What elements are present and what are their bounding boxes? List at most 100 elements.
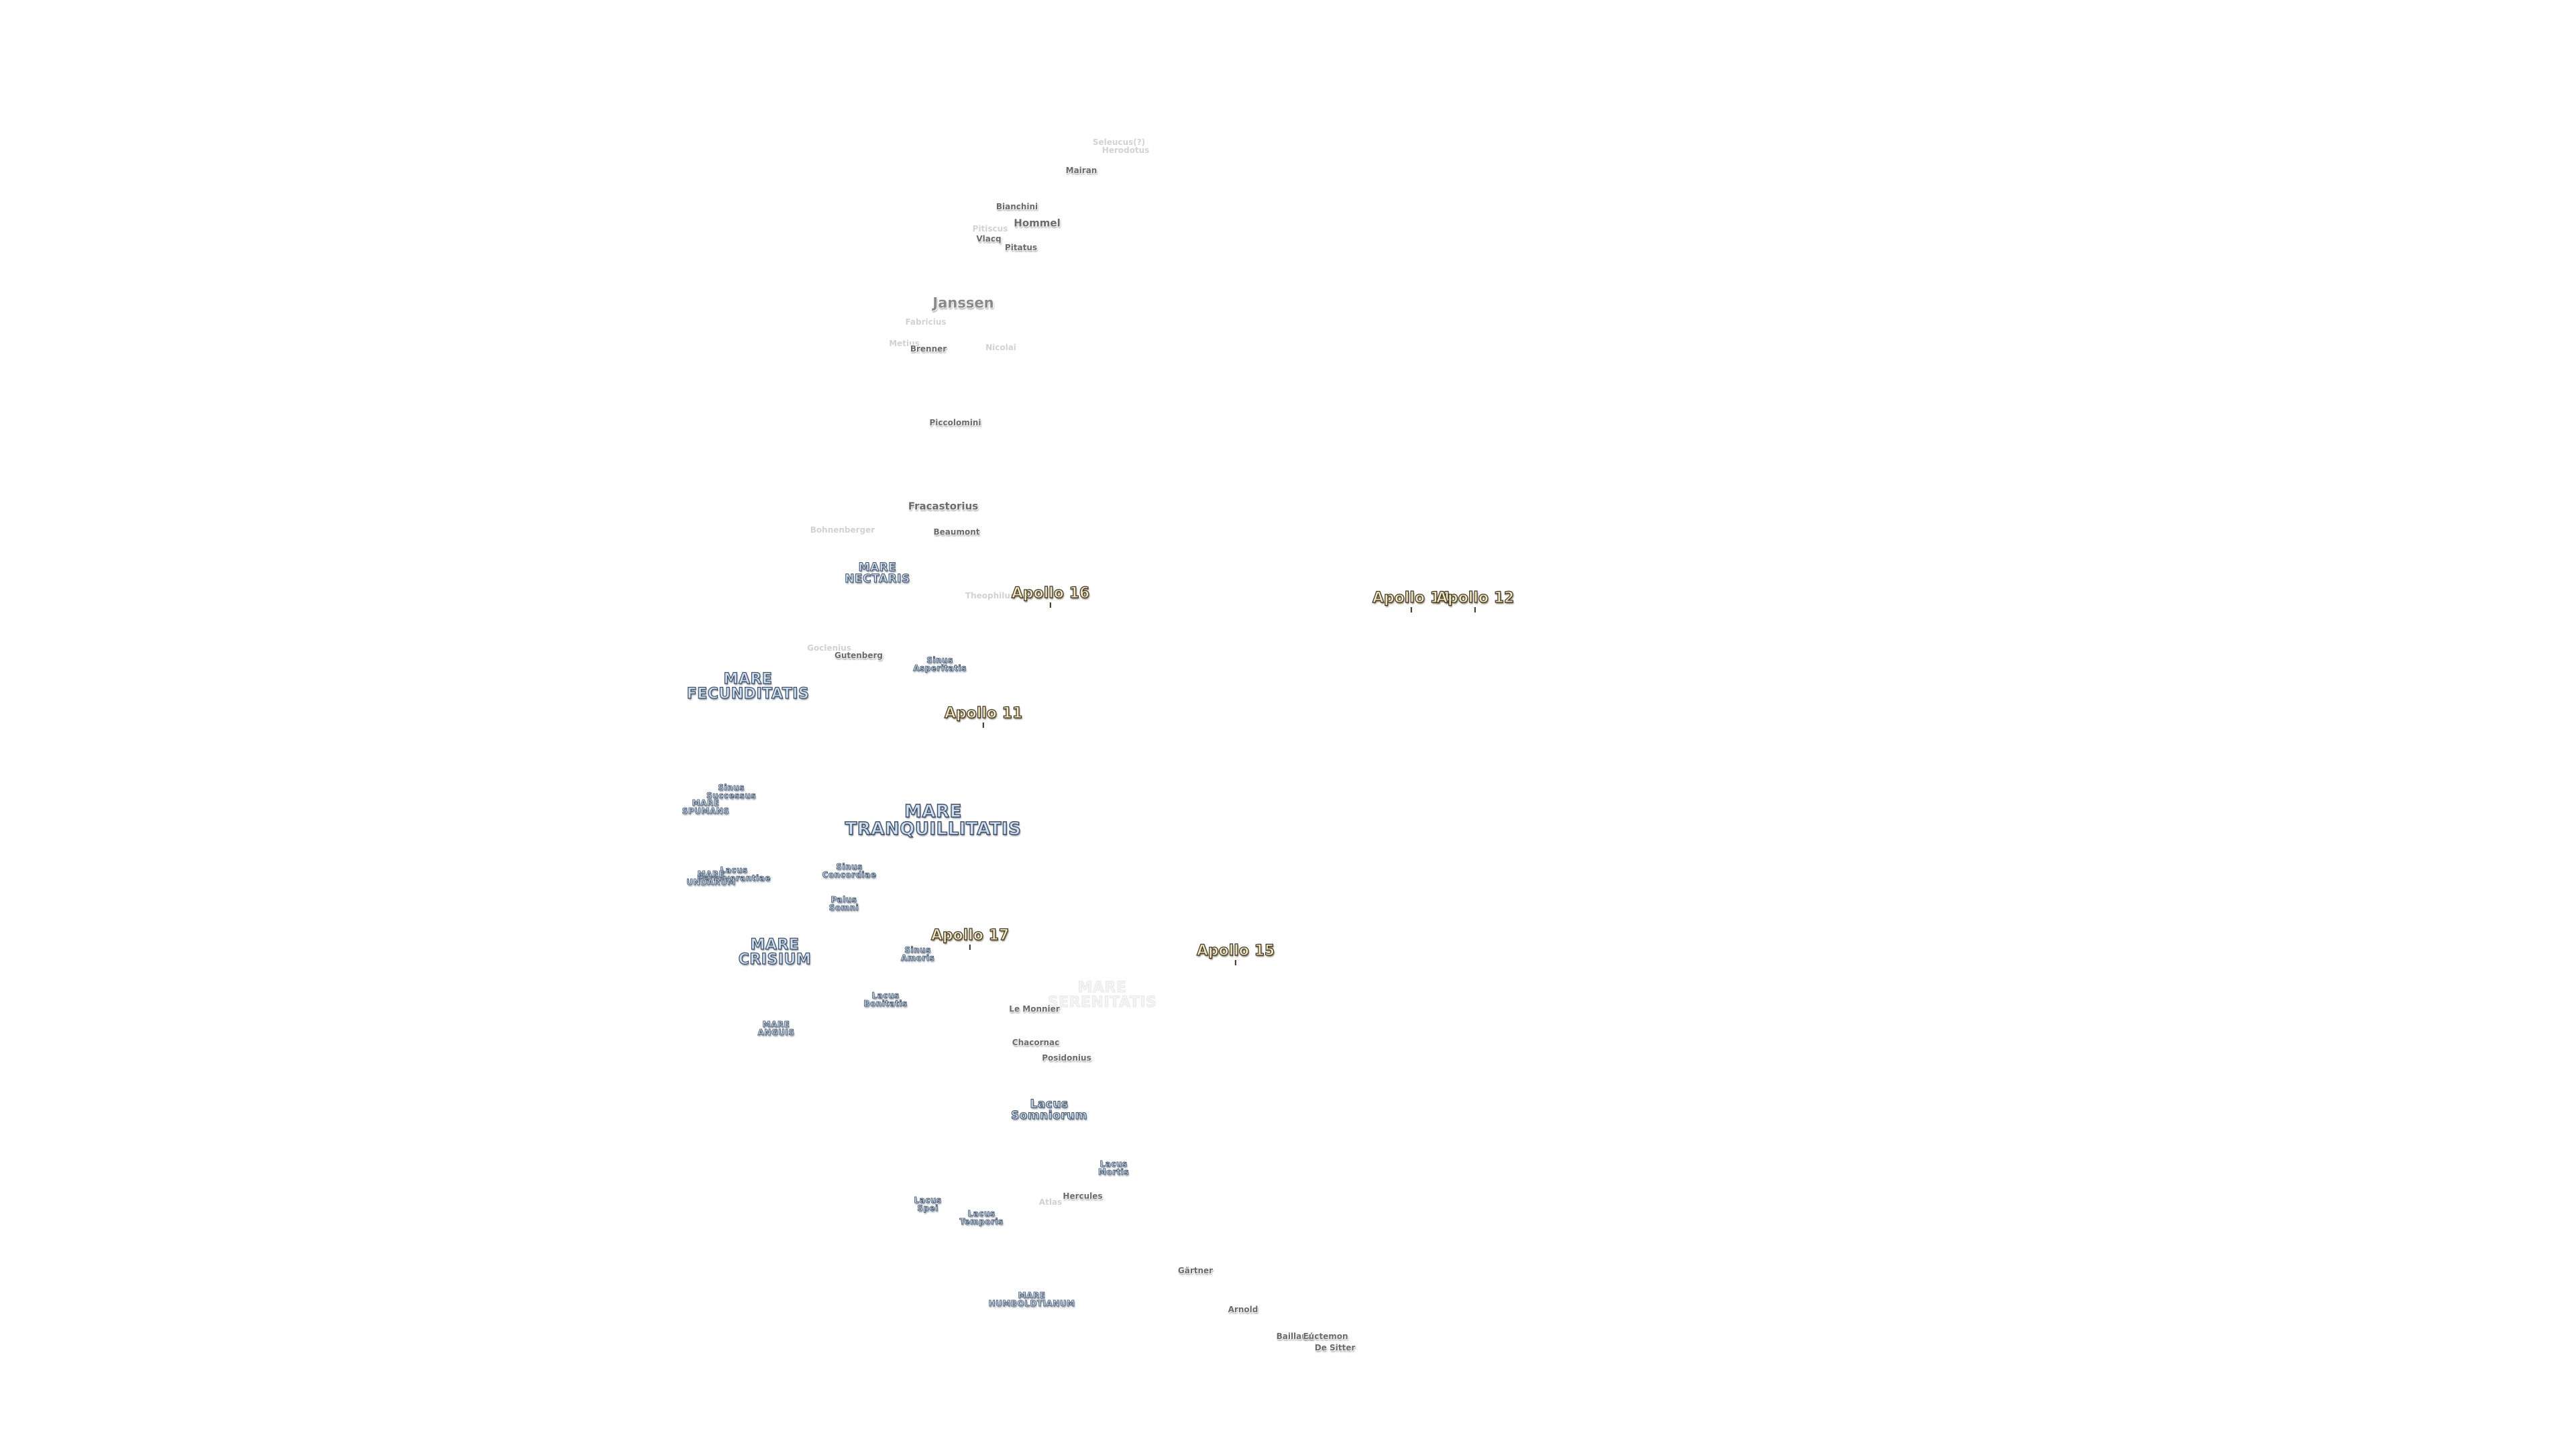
label-text: Concordiae	[822, 870, 877, 879]
label-text: Lacus	[871, 991, 900, 1000]
label-text: Goclenius	[807, 643, 851, 653]
label-text: ANGUIS	[757, 1028, 795, 1037]
crater-label-piccolomini[interactable]: Piccolomini	[929, 419, 981, 427]
crater-label-pitatus[interactable]: Pitatus	[1005, 244, 1037, 252]
label-text: Temporis	[959, 1217, 1004, 1226]
crater-label-gutenberg[interactable]: Gutenberg	[835, 651, 883, 659]
crater-label-fracastorius[interactable]: Fracastorius	[908, 500, 979, 513]
label-text: Piccolomini	[929, 418, 981, 427]
landing-site-label-apollo-17[interactable]: Apollo 17	[930, 928, 1010, 950]
label-text: Bohnenberger	[810, 525, 875, 535]
label-text: Le Monnier	[1009, 1004, 1060, 1014]
label-text: Euctemon	[1303, 1332, 1348, 1341]
crater-label-goclenius[interactable]: Goclenius	[807, 644, 851, 652]
landing-pin-icon	[1049, 602, 1051, 608]
crater-label-bohnenberger[interactable]: Bohnenberger	[810, 526, 875, 534]
crater-label-bianchini[interactable]: Bianchini	[996, 203, 1038, 211]
label-text: MARE	[1077, 979, 1127, 996]
label-text: MARE	[692, 798, 720, 808]
crater-label-le-monnier[interactable]: Le Monnier	[1009, 1005, 1059, 1013]
label-text: Hommel	[1014, 217, 1061, 229]
crater-label-beaumont[interactable]: Beaumont	[934, 528, 980, 536]
crater-label-posidonius[interactable]: Posidonius	[1042, 1054, 1091, 1062]
crater-label-euctemon[interactable]: Euctemon	[1303, 1332, 1348, 1340]
landing-site-label-apollo-15[interactable]: Apollo 15	[1196, 943, 1275, 965]
crater-label-gartner[interactable]: Gärtner	[1178, 1267, 1213, 1275]
landing-pin-icon	[982, 722, 984, 728]
label-text: Lacus	[1030, 1097, 1069, 1111]
label-text: Lacus	[720, 865, 748, 875]
landing-site-label-apollo-14[interactable]: Apollo 14	[1372, 590, 1451, 612]
crater-label-hercules[interactable]: Hercules	[1063, 1192, 1102, 1200]
label-text: Amoris	[900, 953, 935, 963]
landing-pin-icon	[1410, 607, 1412, 612]
crater-label-chacornac[interactable]: Chacornac	[1012, 1038, 1059, 1046]
label-text: Baillaud	[1276, 1332, 1313, 1341]
crater-label-seleucus[interactable]: Seleucus(?)	[1093, 138, 1145, 146]
crater-label-pitiscus[interactable]: Pitiscus	[973, 225, 1008, 233]
label-text: MARE	[697, 869, 725, 879]
label-text: Brenner	[910, 344, 947, 354]
label-text: Theophilus	[965, 591, 1016, 600]
label-text: Apollo 15	[1196, 943, 1275, 959]
crater-label-herodotus[interactable]: Herodotus	[1102, 146, 1150, 154]
label-text: Successus	[706, 791, 757, 800]
label-text: Sinus	[836, 862, 863, 871]
landing-site-label-apollo-11[interactable]: Apollo 11	[944, 705, 1023, 728]
label-text: Apollo 16	[1011, 585, 1090, 602]
label-text: MARE	[762, 1020, 790, 1029]
label-text: MARE	[1018, 1291, 1046, 1300]
crater-label-brenner[interactable]: Brenner	[910, 345, 947, 353]
label-text: Mortis	[1097, 1167, 1130, 1177]
crater-label-nicolai[interactable]: Nicolai	[985, 343, 1016, 352]
crater-label-atlas[interactable]: Atlas	[1039, 1198, 1062, 1206]
label-text: FECUNDITATIS	[686, 686, 810, 702]
label-text: MARE	[750, 936, 800, 953]
label-text: Gutenberg	[834, 651, 883, 660]
label-text: NECTARIS	[845, 572, 910, 586]
crater-label-hommel[interactable]: Hommel	[1014, 217, 1061, 229]
label-text: Bianchini	[996, 202, 1038, 211]
crater-label-janssen[interactable]: Janssen	[932, 296, 994, 311]
crater-label-fabricius[interactable]: Fabricius	[905, 318, 946, 326]
crater-label-theophilus[interactable]: Theophilus	[965, 592, 1015, 600]
label-text: SERENITATIS	[1047, 994, 1157, 1011]
crater-label-baillaud[interactable]: Baillaud	[1277, 1332, 1313, 1340]
crater-label-arnold[interactable]: Arnold	[1228, 1305, 1258, 1313]
landing-site-label-apollo-12[interactable]: Apollo 12	[1436, 590, 1515, 612]
landing-site-label-apollo-16[interactable]: Apollo 16	[1011, 585, 1090, 608]
crater-label-metius[interactable]: Metius	[889, 339, 920, 347]
label-text: CRISIUM	[738, 951, 812, 968]
label-text: Lacus	[1099, 1159, 1128, 1169]
label-text: Fracastorius	[908, 500, 979, 513]
label-text: Asperitatis	[913, 663, 967, 673]
label-text: SPUMANS	[682, 806, 730, 816]
label-text: Somniorum	[1011, 1109, 1087, 1122]
label-text: Somni	[828, 903, 859, 912]
crater-label-mairan[interactable]: Mairan	[1066, 166, 1097, 174]
crater-label-de-sitter[interactable]: De Sitter	[1315, 1344, 1356, 1352]
crater-label-vlacq[interactable]: Vlacq	[976, 235, 1001, 243]
label-text: Apollo 11	[944, 705, 1023, 722]
